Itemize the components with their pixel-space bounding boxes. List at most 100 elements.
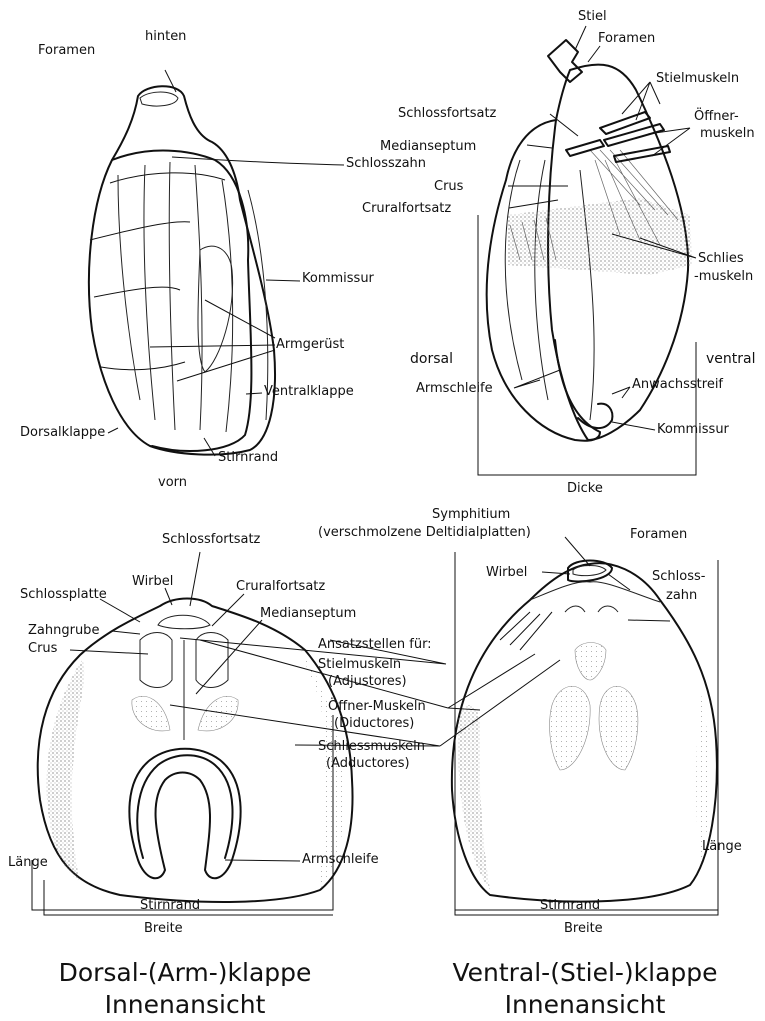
fig1-leader-kommissur — [266, 280, 300, 281]
fig3-dimension-bracket — [32, 715, 333, 910]
fig3-caption-line-2: Innenansicht — [10, 990, 360, 1020]
label-stielmuskeln: Stielmuskeln — [318, 658, 401, 672]
fig2-armschleife-line-2 — [535, 160, 548, 400]
label-oeffner-muskeln: Öffner-Muskeln — [328, 700, 426, 714]
fig2-label-dicke: Dicke — [567, 482, 603, 496]
fig2-label-oeffner-1: Öffner- — [694, 110, 739, 124]
fig2-label-schlossfortsatz: Schlossfortsatz — [398, 107, 496, 121]
fig1-label-kommissur: Kommissur — [302, 272, 374, 286]
fig4-diductor-scar-right — [599, 686, 638, 770]
fig1-leaders-armgeruest — [150, 300, 275, 381]
fig3-leader-zahngrube — [112, 631, 140, 634]
fig1-label-dorsalklappe: Dorsalklappe — [20, 426, 105, 440]
fig3-schlossfortsatz-shape — [158, 615, 210, 629]
label-diductores: (Diductores) — [334, 717, 414, 731]
fig2-leaders-armschleife — [514, 370, 560, 388]
fig1-leader-foramen — [165, 70, 176, 92]
label-adjustores: (Adjustores) — [328, 675, 407, 689]
fig2-label-anwachsstreif: Anwachsstreif — [632, 378, 723, 392]
fig3-label-schlossfortsatz: Schlossfortsatz — [162, 533, 260, 547]
fig1-label-ventralklappe: Ventralklappe — [264, 385, 354, 399]
fig3-label-crus: Crus — [28, 642, 57, 656]
fig4-teeth — [565, 606, 618, 612]
fig3-caption-line-1: Dorsal-(Arm-)klappe — [10, 958, 360, 988]
fig4-label-laenge: Länge — [702, 840, 742, 854]
fig3-leader-armschleife — [225, 860, 300, 861]
fig2-label-stiel: Stiel — [578, 10, 607, 24]
fig4-label-wirbel: Wirbel — [486, 566, 527, 580]
fig1-armgeruest-loop — [198, 246, 233, 372]
fig1-label-vorn: vorn — [158, 476, 187, 490]
fig1-rib-3 — [169, 162, 175, 430]
fig1-outline — [89, 86, 275, 454]
fig2-label-dorsal: dorsal — [410, 352, 453, 366]
fig2-leaders-anwachsstreif — [612, 387, 630, 398]
fig3-leader-schlossfortsatz — [190, 552, 200, 606]
fig3-label-schlossplatte: Schlossplatte — [20, 588, 107, 602]
fig3-armschleife-loop — [129, 749, 240, 879]
fig2-shell-lateral-view — [478, 26, 696, 475]
fig3-label-laenge: Länge — [8, 856, 48, 870]
fig2-stielmuskel-band-2 — [604, 124, 664, 146]
fig2-schlosszahn-plate — [566, 140, 604, 156]
fig4-label-stirnrand: Stirnrand — [540, 899, 600, 913]
fig3-label-medianseptum: Medianseptum — [260, 607, 356, 621]
fig2-leader-medianseptum — [527, 145, 552, 148]
fig2-adductor-muscle-stipple — [508, 198, 692, 275]
fig2-leader-stiel — [575, 26, 586, 50]
fig2-stielmuskel-band-1 — [600, 112, 650, 134]
fig4-hinge-line — [530, 582, 660, 602]
fig3-adductor-scar-right — [198, 696, 238, 731]
fig4-diductor-scar-left — [550, 686, 591, 770]
fig3-leader-schlossplatte — [100, 599, 140, 622]
fig3-label-armschleife: Armschleife — [302, 853, 379, 867]
fig4-label-breite: Breite — [564, 922, 603, 936]
fig2-leader-cruralfortsatz — [509, 200, 558, 208]
fig1-leader-schlosszahn — [172, 157, 344, 165]
fig1-label-armgeruest: Armgerüst — [276, 338, 344, 352]
fig2-label-stielmuskeln: Stielmuskeln — [656, 72, 739, 86]
fig2-label-cruralfortsatz: Cruralfortsatz — [362, 202, 451, 216]
fig1-label-schlosszahn: Schlosszahn — [346, 157, 426, 171]
fig4-label-verschmolzene: (verschmolzene Deltidialplatten) — [318, 526, 531, 540]
fig2-commissure-curl — [578, 404, 612, 428]
fig2-label-oeffner-2: muskeln — [700, 127, 755, 141]
fig3-label-cruralfortsatz: Cruralfortsatz — [236, 580, 325, 594]
fig1-label-foramen: Foramen — [38, 44, 95, 58]
fig2-label-schlies-1: Schlies — [698, 252, 744, 266]
fig2-label-schlies-2: -muskeln — [694, 270, 753, 284]
fig4-hinge-hatching — [500, 612, 552, 650]
fig3-armschleife-inner — [137, 755, 232, 858]
fig1-growth-line-3 — [94, 287, 180, 297]
fig3-label-wirbel: Wirbel — [132, 575, 173, 589]
fig4-caption-line-2: Innenansicht — [410, 990, 760, 1020]
fig3-leader-cruralfortsatz — [212, 594, 244, 626]
label-adductores: (Adductores) — [326, 757, 410, 771]
label-ansatzstellen: Ansatzstellen für: — [318, 638, 432, 652]
fig1-leader-stirnrand — [204, 438, 215, 456]
fig4-left-stipple — [458, 705, 490, 890]
fig1-label-stirnrand: Stirnrand — [218, 451, 278, 465]
fig3-label-zahngrube: Zahngrube — [28, 624, 99, 638]
fig2-label-crus: Crus — [434, 180, 463, 194]
fig2-leader-foramen — [588, 46, 600, 62]
fig2-label-armschleife: Armschleife — [416, 382, 493, 396]
fig4-label-foramen: Foramen — [630, 528, 687, 542]
fig1-leader-ventralklappe — [246, 393, 262, 394]
fig3-label-stirnrand: Stirnrand — [140, 899, 200, 913]
fig3-label-breite: Breite — [144, 922, 183, 936]
fig1-label-hinten: hinten — [145, 30, 186, 44]
fig3-crus-left — [140, 633, 172, 688]
fig1-foramen-shape — [140, 92, 178, 106]
label-schliessmuskeln: Schliessmuskeln — [318, 740, 425, 754]
fig1-growth-line-1 — [110, 173, 225, 183]
fig4-label-schlosszahn-1: Schloss- — [652, 570, 705, 584]
fig4-foramen-hole — [573, 566, 606, 576]
fig2-armschleife-line-1 — [505, 160, 522, 380]
fig2-label-kommissur: Kommissur — [657, 423, 729, 437]
fig2-label-medianseptum: Medianseptum — [380, 140, 476, 154]
fig3-leader-medianseptum — [196, 620, 262, 694]
fig4-caption-line-1: Ventral-(Stiel-)klappe — [410, 958, 760, 988]
fig4-label-symphitium: Symphitium — [432, 508, 510, 522]
fig1-rib-1 — [118, 175, 140, 400]
